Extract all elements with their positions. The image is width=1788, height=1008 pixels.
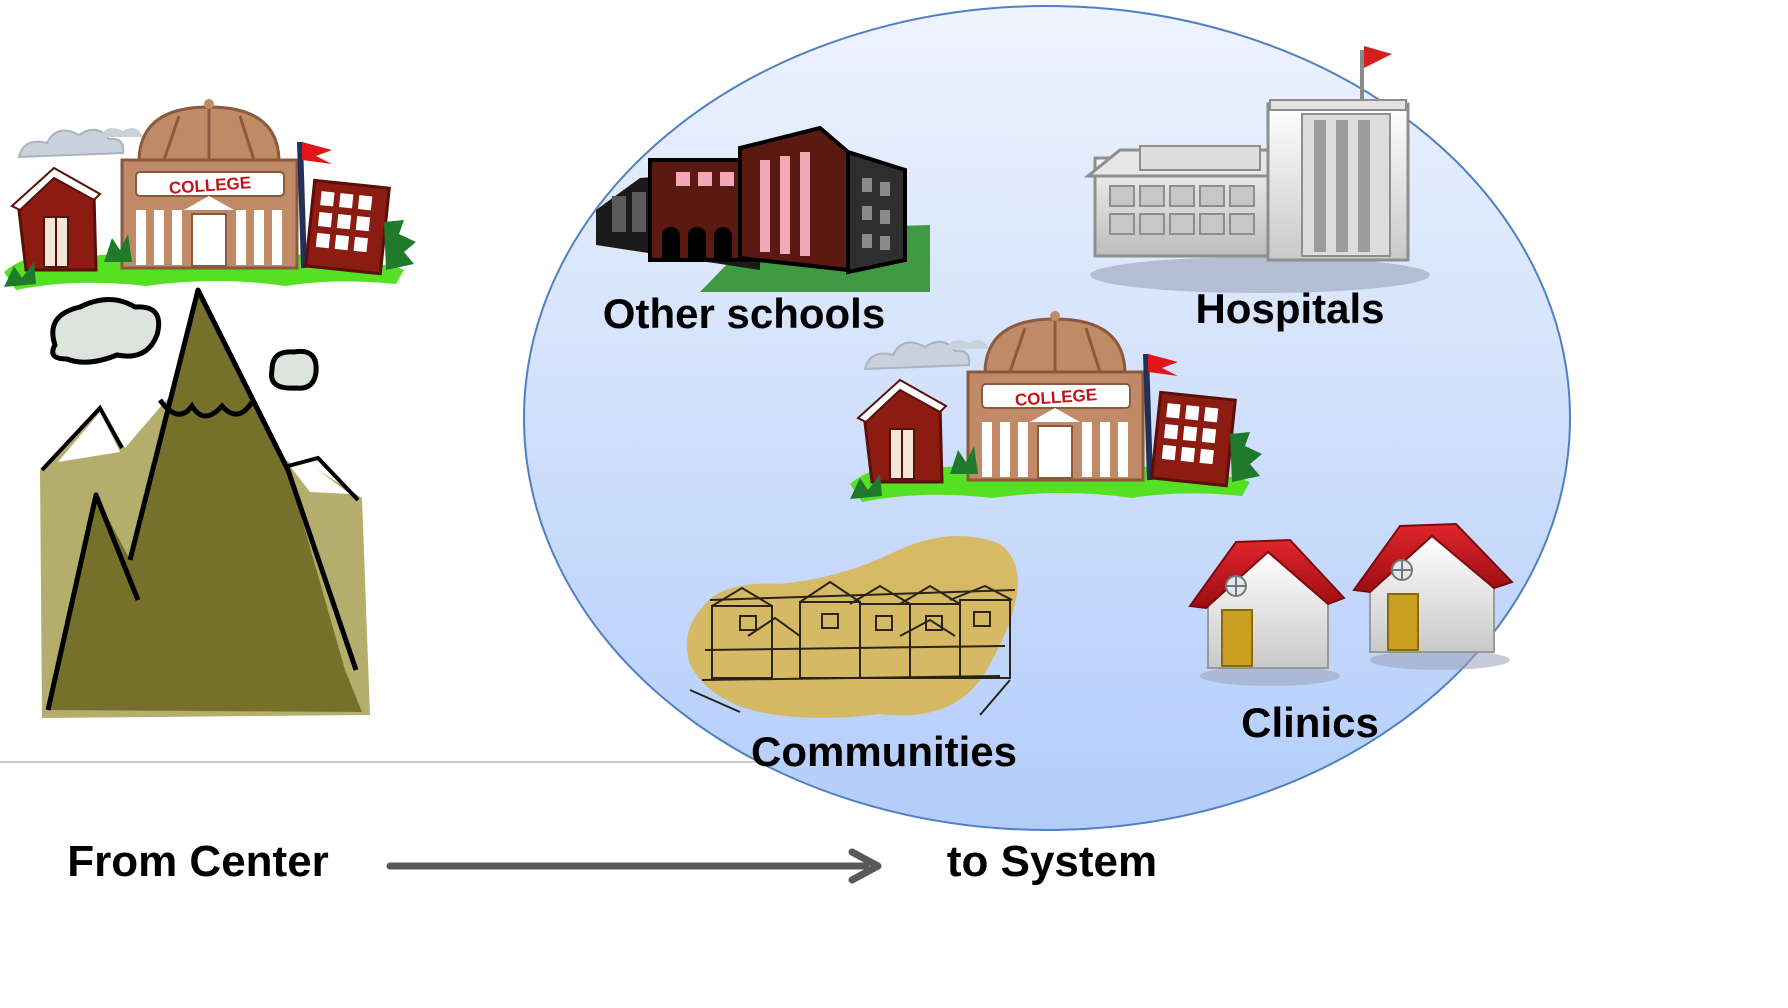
school-building-icon (596, 125, 930, 292)
hospital-icon (1083, 46, 1430, 293)
label-clinics: Clinics (1241, 699, 1379, 746)
college-in-system: COLLEGE (850, 311, 1262, 502)
mountain-icon (40, 287, 370, 718)
arrow-right-icon (386, 848, 882, 884)
cloud-icon (269, 348, 319, 391)
label-other-schools: Other schools (603, 290, 885, 337)
college-on-mountain: COLLEGE (4, 99, 416, 290)
clinic-house-icon (1188, 538, 1346, 686)
label-to-system: to System (947, 837, 1157, 886)
label-hospitals: Hospitals (1195, 285, 1384, 332)
cloud-icon (50, 297, 162, 365)
label-from-center: From Center (67, 837, 329, 886)
label-communities: Communities (751, 728, 1017, 775)
townhouses-icon (686, 536, 1018, 718)
clinic-house-icon (1352, 522, 1514, 670)
